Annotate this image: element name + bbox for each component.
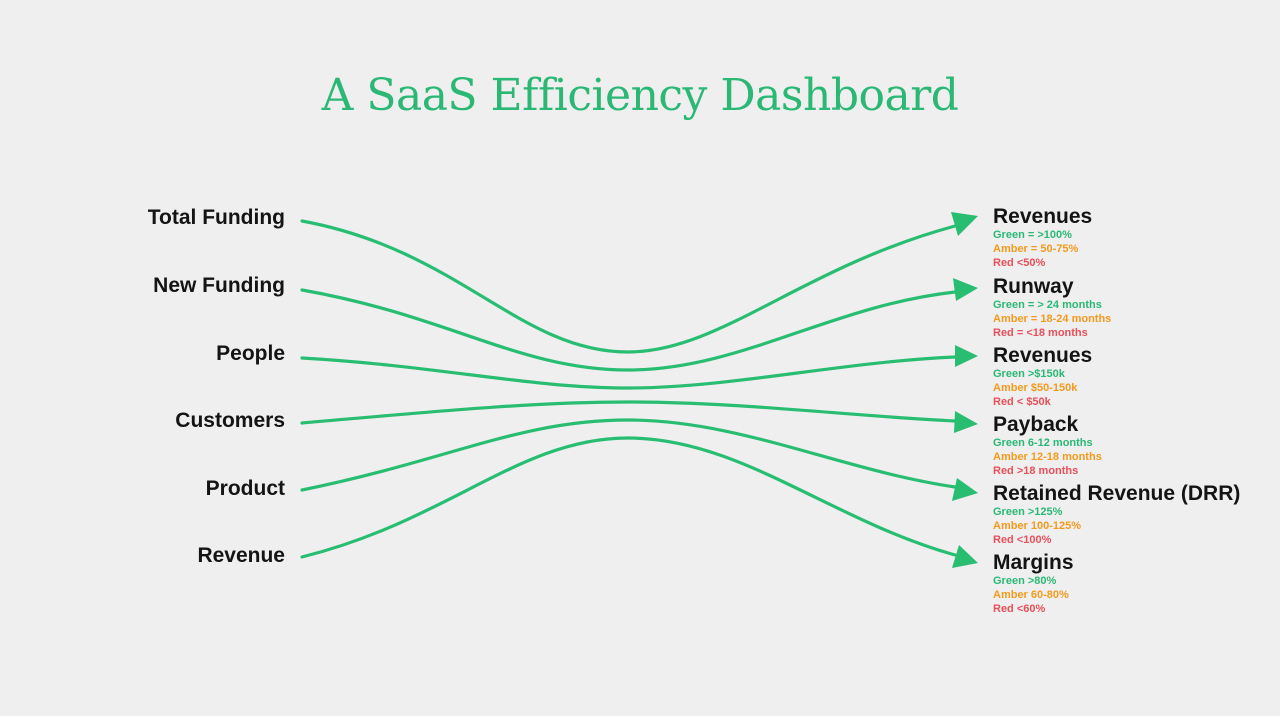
output-label: Payback	[993, 413, 1079, 436]
threshold-red: Red < $50k	[993, 396, 1051, 408]
threshold-amber: Amber $50-150k	[993, 382, 1078, 394]
output-label: Retained Revenue (DRR)	[993, 482, 1241, 505]
threshold-red: Red <50%	[993, 257, 1046, 269]
flow-arrow-2	[300, 288, 957, 372]
threshold-green: Green >80%	[993, 575, 1057, 587]
threshold-green: Green 6-12 months	[993, 437, 1093, 449]
threshold-red: Red <60%	[993, 603, 1046, 615]
flow-arrow-4	[300, 400, 957, 425]
input-revenue: Revenue	[197, 544, 285, 567]
diagram-title: A SaaS Efficiency Dashboard	[321, 70, 959, 121]
threshold-amber: Amber = 50-75%	[993, 243, 1079, 255]
threshold-green: Green >$150k	[993, 368, 1065, 380]
output-label: Margins	[993, 551, 1074, 574]
arrowhead-4	[954, 411, 978, 433]
threshold-green: Green = >100%	[993, 229, 1072, 241]
output-label: Revenues	[993, 205, 1093, 228]
arrowhead-3	[955, 345, 978, 367]
output-label: Revenues	[993, 344, 1093, 367]
arrowhead-2	[953, 278, 978, 301]
threshold-amber: Amber 100-125%	[993, 520, 1082, 532]
threshold-red: Red = <18 months	[993, 327, 1088, 339]
output-revenues-1: Revenues Green = >100% Amber = 50-75% Re…	[993, 206, 1092, 270]
input-new-funding: New Funding	[153, 274, 285, 297]
threshold-amber: Amber 12-18 months	[993, 451, 1102, 463]
threshold-amber: Amber 60-80%	[993, 589, 1069, 601]
threshold-red: Red <100%	[993, 534, 1052, 546]
threshold-green: Green >125%	[993, 506, 1063, 518]
threshold-green: Green = > 24 months	[993, 299, 1102, 311]
input-total-funding: Total Funding	[147, 206, 285, 229]
arrowhead-1	[951, 212, 978, 236]
output-revenues-2: Revenues Green >$150k Amber $50-150k Red…	[993, 345, 1092, 409]
output-label: Runway	[993, 275, 1074, 298]
flow-arrow-6	[300, 436, 957, 559]
output-retained-revenue: Retained Revenue (DRR) Green >125% Amber…	[993, 483, 1240, 547]
threshold-amber: Amber = 18-24 months	[993, 313, 1112, 325]
threshold-red: Red >18 months	[993, 465, 1079, 477]
input-people: People	[216, 342, 285, 365]
arrowhead-5	[952, 478, 978, 501]
output-margins: Margins Green >80% Amber 60-80% Red <60%	[993, 552, 1074, 616]
flow-arrow-5	[300, 418, 957, 492]
flow-arrow-1	[300, 219, 957, 354]
output-payback: Payback Green 6-12 months Amber 12-18 mo…	[993, 414, 1102, 478]
input-product: Product	[205, 477, 285, 500]
flow-arrow-3	[300, 355, 957, 390]
output-runway: Runway Green = > 24 months Amber = 18-24…	[993, 276, 1111, 340]
input-customers: Customers	[175, 409, 285, 432]
arrowhead-6	[952, 545, 978, 568]
